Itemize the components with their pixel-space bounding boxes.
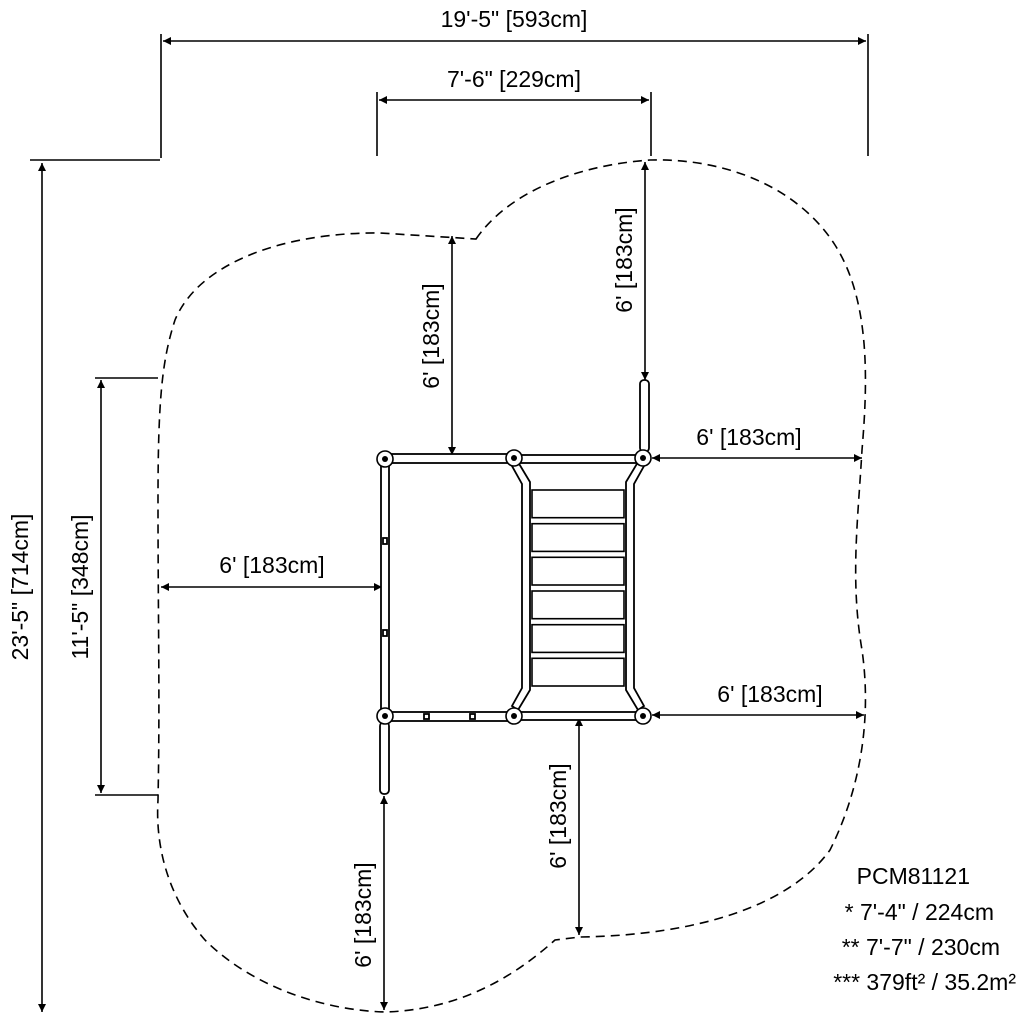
joint-bottom-right — [634, 707, 652, 725]
ladder-rail-left — [510, 460, 531, 712]
safety-zone-outline — [156, 159, 867, 1013]
ladder-rung — [531, 556, 625, 586]
joint-bottom-left — [376, 707, 394, 725]
right-post-extension — [639, 379, 650, 453]
product-area: *** 379ft² / 35.2m² — [833, 969, 1016, 995]
joint-top-right — [634, 449, 652, 467]
label-clearance-bottom-center: 6' [183cm] — [545, 763, 571, 868]
ladder-rung — [531, 522, 625, 553]
product-height-2: ** 7'-7" / 230cm — [842, 934, 1000, 960]
left-post-extension — [379, 721, 390, 795]
label-inner-width: 7'-6" [229cm] — [447, 66, 581, 92]
label-inner-depth: 11'-5" [348cm] — [67, 514, 93, 659]
label-overall-depth: 23'-5" [714cm] — [7, 514, 33, 661]
label-clearance-right-lower: 6' [183cm] — [717, 681, 822, 707]
product-model: PCM81121 — [857, 863, 970, 889]
ladder-rung — [531, 590, 625, 620]
top-beam-left — [385, 453, 515, 464]
bottom-beam-left — [385, 711, 515, 722]
label-clearance-right-upper: 6' [183cm] — [696, 424, 801, 450]
label-overall-width: 19'-5" [593cm] — [441, 6, 588, 32]
joint-top-center — [505, 449, 523, 467]
product-height-1: * 7'-4" / 224cm — [845, 899, 994, 925]
play-structure — [376, 379, 652, 795]
ladder-top-bar — [517, 454, 639, 464]
joint-bottom-center — [505, 707, 523, 725]
fitting — [382, 537, 388, 545]
label-clearance-bottom-left: 6' [183cm] — [350, 862, 376, 967]
ladder-rung — [531, 489, 625, 519]
label-clearance-top-right: 6' [183cm] — [611, 207, 637, 312]
fitting — [382, 629, 388, 637]
label-clearance-top-left: 6' [183cm] — [418, 283, 444, 388]
joint-top-left — [376, 450, 394, 468]
ladder-rail-right — [625, 460, 646, 712]
fitting — [423, 713, 430, 720]
ladder-rung — [531, 657, 625, 687]
fitting — [469, 713, 476, 720]
left-side-beam — [380, 461, 390, 715]
label-clearance-left: 6' [183cm] — [219, 552, 324, 578]
bottom-beam-right — [513, 711, 643, 721]
ladder-rungs — [531, 489, 625, 687]
ladder-rung — [531, 623, 625, 654]
product-info: PCM81121 * 7'-4" / 224cm ** 7'-7" / 230c… — [833, 863, 1016, 995]
